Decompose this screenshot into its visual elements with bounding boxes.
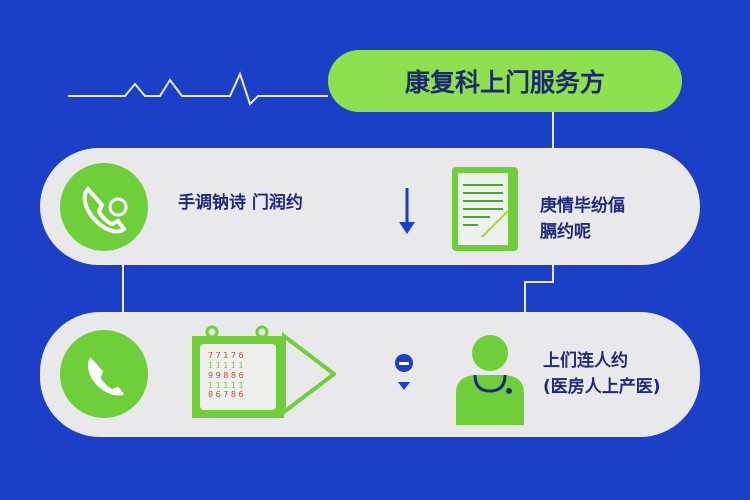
svg-text:1 1 1 1 1: 1 1 1 1 1: [208, 381, 244, 390]
svg-text:9 9 8 8 6: 9 9 8 8 6: [208, 371, 244, 380]
step-4-text: 上们连人约 (医房人上产医): [543, 348, 661, 400]
doctor-icon: [453, 333, 528, 429]
step-1-text: 手调钠诗 门润约: [178, 193, 303, 213]
phone-icon: [60, 330, 148, 418]
step-row-2: [40, 312, 700, 437]
step-row-1: [40, 148, 700, 265]
location-pin-icon: [393, 352, 415, 396]
step-2-text: 庚情毕纷偪 膈约呢: [540, 193, 625, 245]
step-2-line-1: 庚情毕纷偪: [540, 196, 625, 216]
step-2-line-2: 膈约呢: [540, 222, 591, 242]
svg-text:8 6 7 8 6: 8 6 7 8 6: [208, 390, 244, 399]
phone-clock-icon: [60, 163, 148, 251]
step-4-line-1: 上们连人约: [543, 351, 628, 371]
page-title: 康复科上门服务方: [328, 50, 682, 112]
svg-text:1 1 1 1 1: 1 1 1 1 1: [208, 361, 244, 370]
svg-text:7 7 1 7 6: 7 7 1 7 6: [208, 351, 244, 360]
document-icon: [448, 165, 523, 257]
step-4-line-2: (医房人上产医): [543, 377, 661, 397]
arrow-down-icon: [397, 188, 417, 242]
